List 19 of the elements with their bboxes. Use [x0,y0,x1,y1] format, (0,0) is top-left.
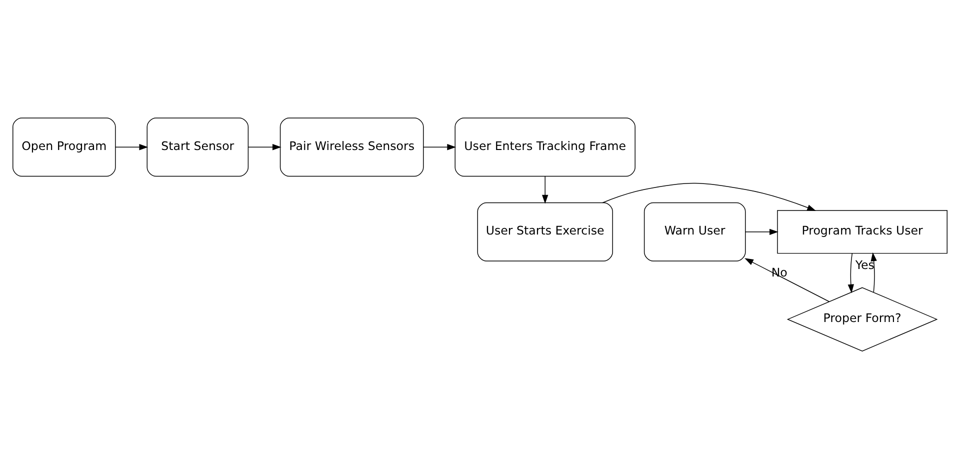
node-box: Warn User [644,202,746,261]
arrow [423,143,456,150]
arrow [848,252,854,293]
arrow [602,182,816,210]
edge-label: No [771,264,788,279]
node-diamond: Proper Form? [786,286,938,351]
arrow [115,143,148,150]
node-box: User Enters Tracking Frame [454,117,636,176]
node-box: Open Program [12,117,116,176]
node-box: Pair Wireless Sensors [280,117,424,176]
node-box: Start Sensor [146,117,249,176]
arrow [248,143,282,150]
arrow [870,252,877,292]
arrow [744,258,830,302]
arrow [542,175,548,204]
arrow [745,228,778,235]
node-box: User Starts Exercise [477,202,613,261]
edge-label: Yes [855,257,874,272]
node-box: Program Tracks User [777,210,948,254]
